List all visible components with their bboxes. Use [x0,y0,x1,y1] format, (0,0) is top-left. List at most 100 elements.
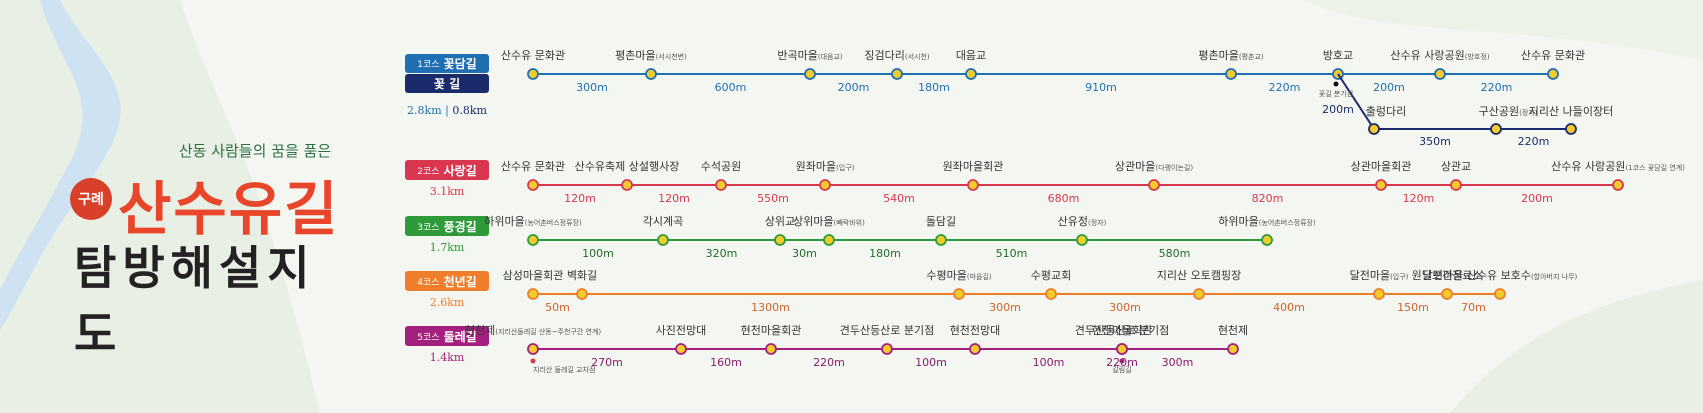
course-badge-4: 4코스 천년길 [405,271,489,291]
course-name: 천년길 [443,274,477,289]
station-marker [765,343,777,355]
distance-label: 220m [1518,135,1550,148]
station-label: 방호교 [1323,49,1353,62]
course-number: 1코스 [417,60,440,70]
distance-label: 400m [1273,301,1305,314]
station-label: 수평마을(마을길) [926,269,992,282]
station-marker [969,343,981,355]
station-label: 삼성마을회관 [503,269,564,282]
course-name: 꽃담길 [443,57,477,71]
station-label: 견두산등산로 분기점 [840,324,935,337]
distance-label: 220m [813,356,845,369]
distance-label: 270m [591,356,623,369]
station-marker [527,68,539,80]
course-badge-1b: 꽃 길 [405,74,489,93]
course-badge-2: 2코스 사랑길 [405,160,489,180]
distance-label: 180m [869,247,901,260]
course-badge-3: 3코스 풍경길 [405,216,489,236]
distance-label: 220m [1481,81,1513,94]
subtitle: 산동 사람들의 꿈을 품은 [178,142,332,160]
station-label: 달전마을(입구) [1350,269,1409,282]
station-label: 원달보건진료소 [1412,269,1483,282]
station-marker [774,234,786,246]
station-marker [1375,179,1387,191]
station-marker [804,68,816,80]
branch-distance-label: 200m [1322,103,1354,116]
hill-shade [1450,280,1703,413]
station-label: 지리산 오토캠핑장 [1157,269,1241,282]
station-marker [576,288,588,300]
branch-point-marker [1333,81,1339,87]
crossing-point-marker [530,358,536,364]
station-label: 현천제(지리산둘레길 산동~주천구간 연계) [465,323,602,337]
distance-label: 220m [1269,81,1301,94]
length-separator: | [445,104,449,117]
station-label: 수평교회 [1031,269,1071,282]
station-marker [1045,288,1057,300]
station-label: 구산공원(정자) [1479,105,1538,118]
course-length-5: 1.4km [429,351,465,364]
hill-shade [1300,0,1703,60]
course-length-1: 2.8km | 0.8km [400,104,494,117]
station-label: 지리산 나들이장터 [1529,105,1613,118]
station-marker [1193,288,1205,300]
station-label: 산수유 문화관 [1521,49,1585,62]
course-length-4: 2.6km [429,296,465,309]
station-marker [953,288,965,300]
station-label: 수석공원 [701,160,741,173]
distance-label: 100m [1033,356,1065,369]
distance-label: 910m [1085,81,1117,94]
station-marker [935,234,947,246]
distance-label: 200m [1373,81,1405,94]
station-label: 달전마을 산수유 보호수(할아버지 나무) [1423,269,1578,282]
station-label: 상위마을(빼락바위) [793,215,865,228]
distance-label: 100m [915,356,947,369]
station-marker [1148,179,1160,191]
distance-label: 200m [1521,192,1553,205]
station-label: 현천마을회관 [741,323,802,337]
course-name: 둘레길 [443,329,477,344]
page-subtitle: 탐방해설지도 [74,241,316,361]
distance-label: 50m [545,301,570,314]
station-marker [1116,343,1128,355]
station-marker [527,288,539,300]
course-number: 5코스 [417,332,440,343]
station-label: 대음교 [956,49,986,62]
distance-label: 300m [1162,356,1194,369]
station-marker [891,68,903,80]
course-length-3: 1.7km [429,241,465,254]
distance-label: 300m [576,81,608,94]
distance-label: 540m [883,192,915,205]
distance-label: 600m [715,81,747,94]
station-marker [1076,234,1088,246]
page-title: 산수유길 [118,175,340,243]
distance-label: 550m [757,192,789,205]
course-badge-1: 1코스 꽃담길 [405,54,489,73]
station-label: 상위교 [765,215,795,228]
station-label: 평촌마을(평촌교) [1198,49,1264,62]
junction-marker [1119,358,1125,364]
station-label: 산수유 사랑공원(1코스 꽃담길 연계) [1551,160,1685,173]
distance-label: 200m [838,81,870,94]
distance-label: 180m [918,81,950,94]
station-label: 반곡마을(대음교) [777,49,843,62]
station-marker [645,68,657,80]
junction-label: 갈림길 [1112,366,1131,374]
station-marker [1450,179,1462,191]
station-label: 원좌마을회관 [943,160,1004,173]
station-marker [1227,343,1239,355]
river-icon [0,0,121,330]
station-label: 원좌마을(입구) [796,160,855,173]
length-main: 2.8km [407,104,442,117]
distance-label: 120m [658,192,690,205]
distance-label: 580m [1159,247,1191,260]
distance-label: 680m [1048,192,1080,205]
distance-label: 1300m [751,301,790,314]
station-marker [1261,234,1273,246]
mountain-area [0,0,320,413]
station-marker [675,343,687,355]
station-label: 산유정(정자) [1058,215,1107,228]
station-label: 하위마을(농어촌버스정류장) [484,214,582,228]
distance-label: 120m [564,192,596,205]
